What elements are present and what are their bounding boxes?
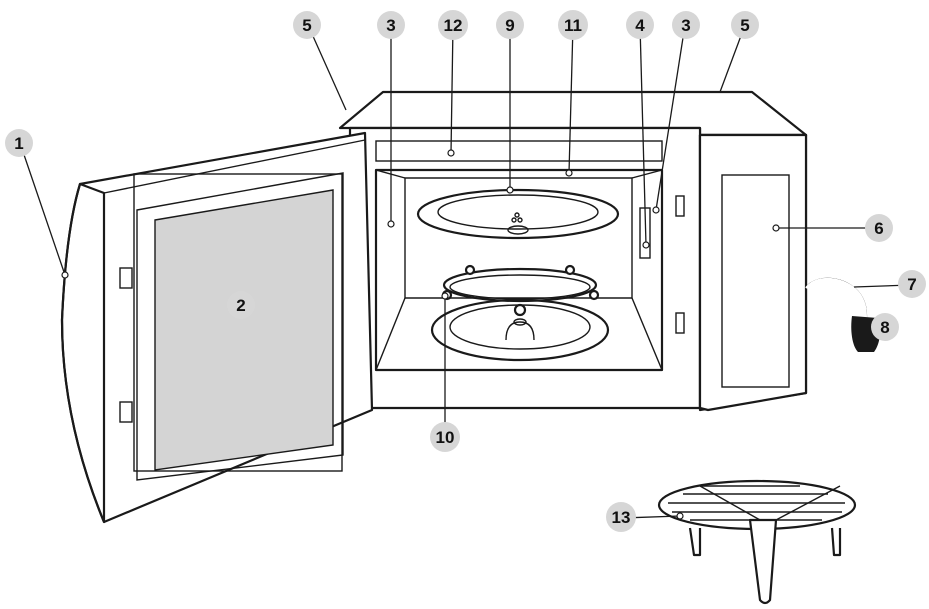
callout-5-left: 5 [293,11,321,39]
callout-1: 1 [5,129,33,157]
turntable-base [430,298,610,362]
svg-text:3: 3 [386,16,395,35]
callout-12: 12 [438,10,468,40]
svg-text:4: 4 [635,16,645,35]
svg-text:10: 10 [436,428,455,447]
control-panel [698,133,808,412]
callout-8: 8 [871,313,899,341]
svg-text:13: 13 [612,508,631,527]
door-window [154,189,334,471]
callout-13: 13 [606,502,636,532]
leader-lines [19,24,912,519]
attach-dots [61,149,780,520]
svg-text:7: 7 [907,275,916,294]
svg-text:5: 5 [740,16,749,35]
callout-5-right: 5 [731,11,759,39]
callout-11: 11 [558,10,588,40]
door-frame-inner [136,172,344,481]
callout-9: 9 [496,11,524,39]
svg-text:6: 6 [874,219,883,238]
glass-tray [416,188,620,240]
grill-heater [375,140,663,162]
svg-text:8: 8 [880,318,889,337]
svg-text:2: 2 [236,296,245,315]
svg-text:9: 9 [505,16,514,35]
callout-6: 6 [865,214,893,242]
power-cord [805,277,868,319]
callout-3-right: 3 [672,11,700,39]
metal-rack [657,479,857,605]
svg-text:1: 1 [14,134,23,153]
callout-4: 4 [626,11,654,39]
callout-3-left: 3 [377,11,405,39]
callout-7: 7 [898,270,926,298]
door-hinges [119,267,133,423]
svg-text:12: 12 [444,16,463,35]
svg-text:11: 11 [564,16,582,35]
svg-text:3: 3 [681,16,690,35]
callout-10: 10 [430,422,460,452]
callout-2: 2 [227,291,255,319]
svg-text:5: 5 [302,16,311,35]
